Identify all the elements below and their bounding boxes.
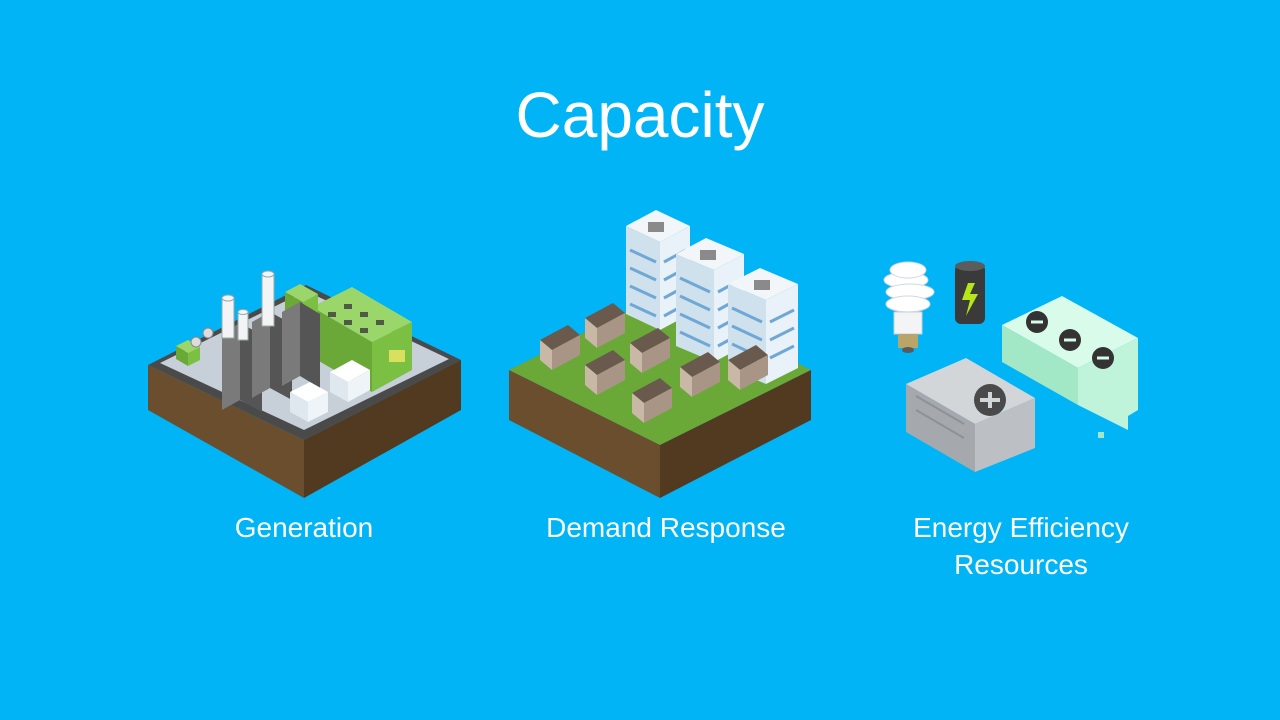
caption-energy-efficiency-resources: Energy Efficiency Resources	[913, 512, 1129, 580]
page-title: Capacity	[515, 79, 765, 151]
light-bulb-icon	[883, 261, 935, 353]
hvac-unit-icon	[906, 358, 1035, 472]
efficiency-equipment-icon	[883, 261, 1138, 472]
caption-generation: Generation	[234, 512, 374, 543]
chiller-icon	[1002, 296, 1138, 438]
caption-demand-response: Demand Response	[546, 512, 786, 543]
power-plant-icon	[148, 270, 461, 498]
battery-icon	[955, 261, 985, 324]
neighborhood-icon	[509, 210, 811, 498]
